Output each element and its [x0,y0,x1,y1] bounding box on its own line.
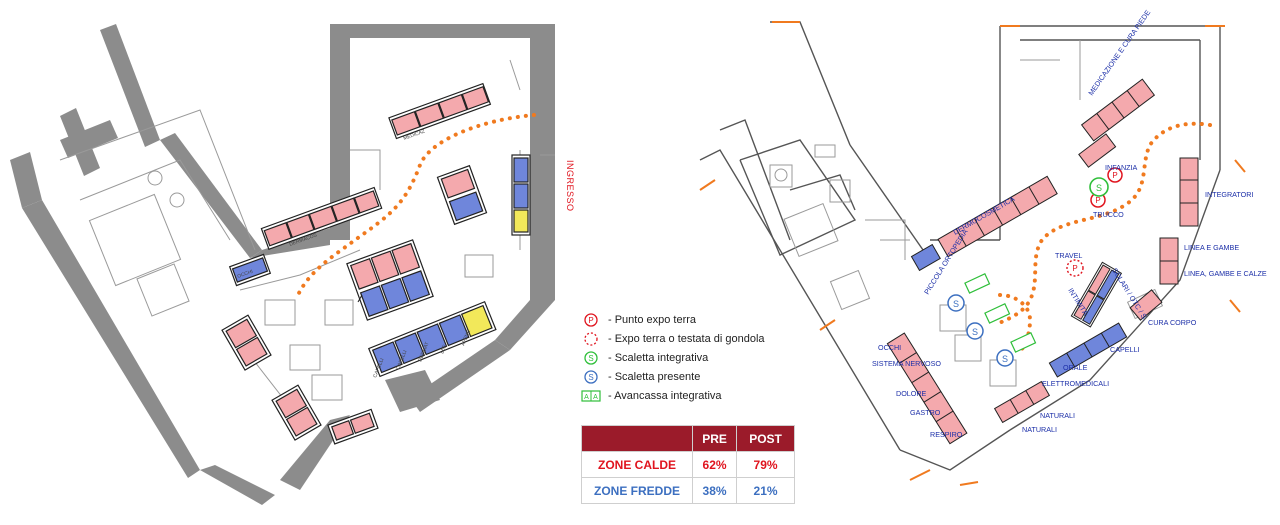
left-floor-plan: INGRESSO CAPELLI CAPELLI DERMAT LEF AVEN… [10,24,575,505]
legend-icon-letter: S [588,373,593,382]
right-edge-ticks [699,21,1246,486]
table-header-cell: PRE [691,425,738,452]
label-sistema-nervoso: SISTEMA NERVOSO [872,359,941,368]
left-customer-path [296,113,536,297]
legend-item: S - Scaletta presente [580,367,780,386]
legend-icon-letter: S [588,354,593,363]
marker-letter: S [972,327,978,337]
label-cura-corpo: CURA CORPO [1148,318,1197,327]
marker-letter: S [1096,183,1102,193]
cell-pre: 38% [691,477,738,504]
label-dolore: DOLORE [896,389,927,398]
left-shelves [221,82,531,445]
scaletta-presente-icon [996,349,1014,367]
marker-letter: S [953,299,959,309]
legend-item: - Expo terra o testata di gondola [580,329,780,348]
left-shelf-label: OCCHI [237,269,254,280]
right-markers: P P S P S S S [947,167,1123,367]
cell-post: 21% [736,477,795,504]
marker-letter: S [1002,354,1008,364]
cell-pre: 62% [691,451,738,478]
row-label-zone-calde: ZONE CALDE [581,451,693,478]
label-capelli: CAPELLI [1110,345,1140,354]
table-header-cell [581,425,693,452]
label-naturali-2: NATURALI [1022,425,1057,434]
punto-expo-terra-icon [1107,167,1123,183]
label-infanzia: INFANZIA [1105,163,1138,172]
legend: P - Punto expo terra - Expo terra o test… [580,310,780,405]
legend-text: - Scaletta integrativa [608,351,709,364]
expo-testata-icon [1066,259,1084,277]
cell-post: 79% [736,451,795,478]
right-floor-plan: P P S P S S S MEDICAZIONE E CURA PIEDE I… [699,8,1267,486]
left-gondola-tip [357,294,363,303]
legend-item: P - Punto expo terra [580,310,780,329]
table-row: ZONE FREDDE 38% 21% [581,477,795,504]
label-gastro: GASTRO [910,408,941,417]
legend-text: - Avancassa integrativa [608,389,722,402]
label-elettromedicali: ELETTROMEDICALI [1042,379,1109,388]
marker-letter: P [1112,171,1117,180]
left-shelf-label: LEF [439,344,448,355]
legend-icon-letter: P [588,316,593,325]
avancassa-icon [964,273,1037,353]
row-label-zone-fredde: ZONE FREDDE [581,477,693,504]
legend-icon-letter: A [584,394,589,401]
label-linea-gambe-calze: LINEA, GAMBE E CALZE [1184,269,1267,278]
legend-icon-letter: A [593,394,598,401]
expo-testata-icon [580,331,602,347]
table-row: ZONE CALDE 62% 79% [581,451,795,478]
marker-letter: P [1072,264,1077,273]
label-integratori: INTEGRATORI [1205,190,1253,199]
marker-letter: P [1095,196,1100,205]
legend-item: S - Scaletta integrativa [580,348,780,367]
zones-comparison-table: PRE POST ZONE CALDE 62% 79% ZONE FREDDE … [581,425,795,504]
scaletta-integrativa-icon: S [580,350,602,366]
right-customer-path [993,121,1212,354]
legend-text: - Expo terra o testata di gondola [608,332,765,345]
scaletta-integrativa-icon [1089,177,1109,197]
punto-expo-terra-icon: P [580,312,602,328]
label-linea-e-gambe: LINEA E GAMBE [1184,243,1239,252]
table-header-row: PRE POST [581,425,795,452]
label-trucco: TRUCCO [1093,210,1124,219]
scaletta-presente-icon: S [580,369,602,385]
scaletta-presente-icon [947,294,965,312]
right-shelves [886,78,1199,445]
label-respiro: RESPIRO [930,430,963,439]
label-naturali-1: NATURALI [1040,411,1075,420]
legend-text: - Punto expo terra [608,313,697,326]
legend-text: - Scaletta presente [608,370,701,383]
label-occhi: OCCHI [878,343,901,352]
entrance-label: INGRESSO [565,160,575,212]
label-travel: TRAVEL [1055,251,1082,260]
scaletta-presente-icon [966,322,984,340]
left-walls [10,24,555,505]
table-header-cell: POST [736,425,795,452]
label-orale: ORALE [1063,363,1088,372]
